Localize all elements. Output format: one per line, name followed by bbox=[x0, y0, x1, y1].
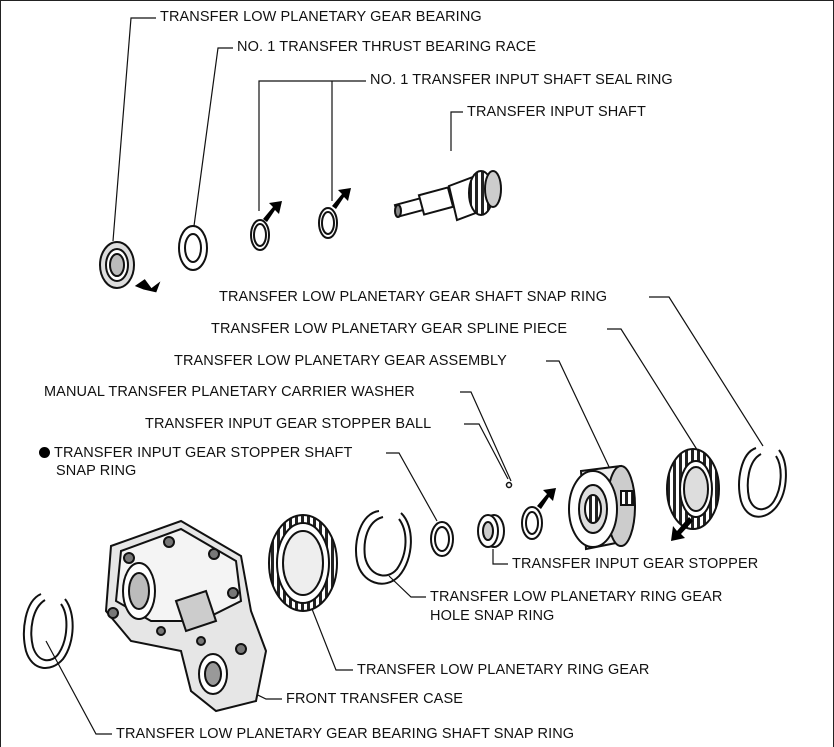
stopper-ball-part bbox=[505, 481, 513, 489]
low-planetary-gear-assembly-part bbox=[569, 466, 635, 549]
input-gear-stopper-part bbox=[478, 515, 504, 547]
label-low-planetary-gear-bearing: TRANSFER LOW PLANETARY GEAR BEARING bbox=[160, 9, 482, 25]
label-input-shaft: TRANSFER INPUT SHAFT bbox=[467, 104, 646, 120]
grease-arrow-icon bbox=[537, 488, 556, 509]
label-input-gear-stopper: TRANSFER INPUT GEAR STOPPER bbox=[512, 556, 759, 572]
label-input-shaft-seal-ring: NO. 1 TRANSFER INPUT SHAFT SEAL RING bbox=[370, 72, 673, 88]
label-stopper-shaft-snap-ring: TRANSFER INPUT GEAR STOPPER SHAFT bbox=[39, 445, 352, 462]
label-thrust-bearing-race: NO. 1 TRANSFER THRUST BEARING RACE bbox=[237, 39, 537, 55]
low-planetary-gear-spline-piece-part bbox=[667, 449, 719, 529]
label-carrier-washer: MANUAL TRANSFER PLANETARY CARRIER WASHER bbox=[44, 384, 415, 400]
ring-gear-hole-snap-ring-part bbox=[356, 511, 411, 584]
bearing-shaft-snap-ring-part bbox=[24, 594, 73, 668]
input-shaft-seal-ring-part-1 bbox=[251, 220, 269, 250]
low-planetary-gear-bearing-part bbox=[100, 242, 134, 288]
grease-arrow-icon bbox=[134, 279, 161, 293]
label-ring-gear-hole-snap-ring-line1: TRANSFER LOW PLANETARY RING GEAR bbox=[430, 589, 723, 605]
grease-arrow-icon bbox=[263, 201, 282, 222]
label-stopper-shaft-snap-ring-line1: TRANSFER INPUT GEAR STOPPER SHAFT bbox=[54, 445, 353, 461]
low-planetary-gear-shaft-snap-ring-part bbox=[739, 448, 786, 517]
grease-arrow-icon bbox=[332, 188, 351, 209]
label-ring-gear: TRANSFER LOW PLANETARY RING GEAR bbox=[357, 662, 650, 678]
label-ring-gear-hole-snap-ring-line2: HOLE SNAP RING bbox=[430, 608, 555, 624]
input-shaft-part bbox=[395, 171, 501, 220]
planetary-carrier-washer-part bbox=[522, 507, 542, 539]
leader-lines bbox=[45, 17, 764, 735]
label-stopper-ball: TRANSFER INPUT GEAR STOPPER BALL bbox=[145, 416, 432, 432]
front-transfer-case-part bbox=[106, 521, 266, 711]
label-gear-spline-piece: TRANSFER LOW PLANETARY GEAR SPLINE PIECE bbox=[211, 321, 568, 337]
label-gear-shaft-snap-ring: TRANSFER LOW PLANETARY GEAR SHAFT SNAP R… bbox=[219, 289, 608, 305]
label-stopper-shaft-snap-ring-line2: SNAP RING bbox=[56, 463, 137, 479]
label-front-transfer-case: FRONT TRANSFER CASE bbox=[286, 691, 463, 707]
label-gear-assembly: TRANSFER LOW PLANETARY GEAR ASSEMBLY bbox=[174, 353, 507, 369]
thrust-bearing-race-part bbox=[179, 226, 207, 270]
input-shaft-seal-ring-part-2 bbox=[319, 208, 337, 238]
label-bearing-shaft-snap-ring: TRANSFER LOW PLANETARY GEAR BEARING SHAF… bbox=[116, 726, 575, 742]
grease-arrow-icon bbox=[671, 517, 693, 541]
stopper-shaft-snap-ring-part bbox=[431, 522, 453, 556]
non-reusable-bullet-icon bbox=[39, 447, 50, 458]
low-planetary-ring-gear-part bbox=[269, 515, 337, 611]
